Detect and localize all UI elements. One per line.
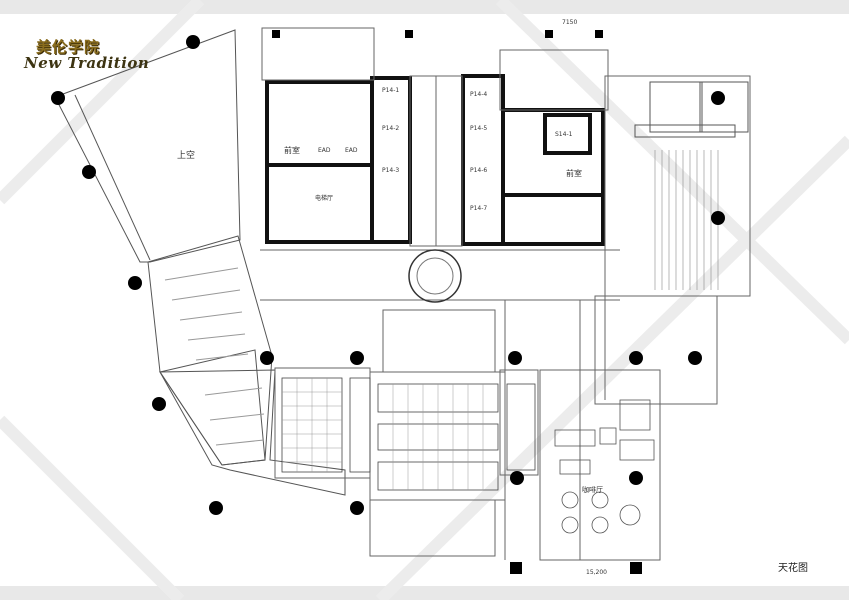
marker <box>51 91 65 105</box>
ead-label-2: EAD <box>345 147 358 154</box>
marker <box>629 351 643 365</box>
marker <box>711 91 725 105</box>
cafe-furniture <box>554 399 655 534</box>
marker <box>209 501 223 515</box>
marker <box>128 276 142 290</box>
void-label: 上空 <box>177 149 195 161</box>
brand-title-en: New Tradition <box>24 54 150 72</box>
rotunda-inner <box>416 257 454 295</box>
marker <box>350 351 364 365</box>
brand-title-cn: 美伦学院 <box>36 38 101 56</box>
rotunda-circle <box>408 249 462 303</box>
marker <box>630 562 642 574</box>
marker <box>272 30 280 38</box>
marker <box>595 30 603 38</box>
marker <box>508 351 522 365</box>
right-hatch <box>654 150 719 290</box>
shaft-label-3: P14-3 <box>382 167 399 174</box>
shaft-label-5: P14-5 <box>470 125 487 132</box>
bottom-frame-band <box>0 586 849 600</box>
shaft-label-4: P14-4 <box>470 91 487 98</box>
coffer-lines <box>282 378 484 490</box>
marker <box>82 165 96 179</box>
marker <box>545 30 553 38</box>
shaft-label-1: P14-1 <box>382 87 399 94</box>
marker <box>510 471 524 485</box>
dim-top: 7150 <box>562 19 577 26</box>
lift-lobby-label: 电梯厅 <box>315 194 333 202</box>
drawing-legend: 天花图 <box>778 563 808 574</box>
marker <box>688 351 702 365</box>
marker <box>405 30 413 38</box>
anteroom-label-right: 前室 <box>566 168 582 178</box>
marker <box>629 471 643 485</box>
shaft-label-6: P14-6 <box>470 167 487 174</box>
top-frame-band <box>0 0 849 14</box>
shaft-label-2: P14-2 <box>382 125 399 132</box>
top-right-rooms <box>634 81 749 138</box>
marker <box>152 397 166 411</box>
marker <box>510 562 522 574</box>
marker <box>260 351 274 365</box>
anteroom-label-left: 前室 <box>284 145 300 155</box>
shaft-label-7: P14-7 <box>470 205 487 212</box>
marker <box>186 35 200 49</box>
marker <box>711 211 725 225</box>
core-walls <box>265 74 605 246</box>
cafe-label: 咖啡厅 <box>582 485 603 494</box>
column-markers <box>51 30 725 574</box>
s-label: S14-1 <box>555 131 573 138</box>
left-wing <box>54 29 346 496</box>
dim-bottom: 15,200 <box>586 569 607 576</box>
marker <box>350 501 364 515</box>
ead-label-1: EAD <box>318 147 331 154</box>
